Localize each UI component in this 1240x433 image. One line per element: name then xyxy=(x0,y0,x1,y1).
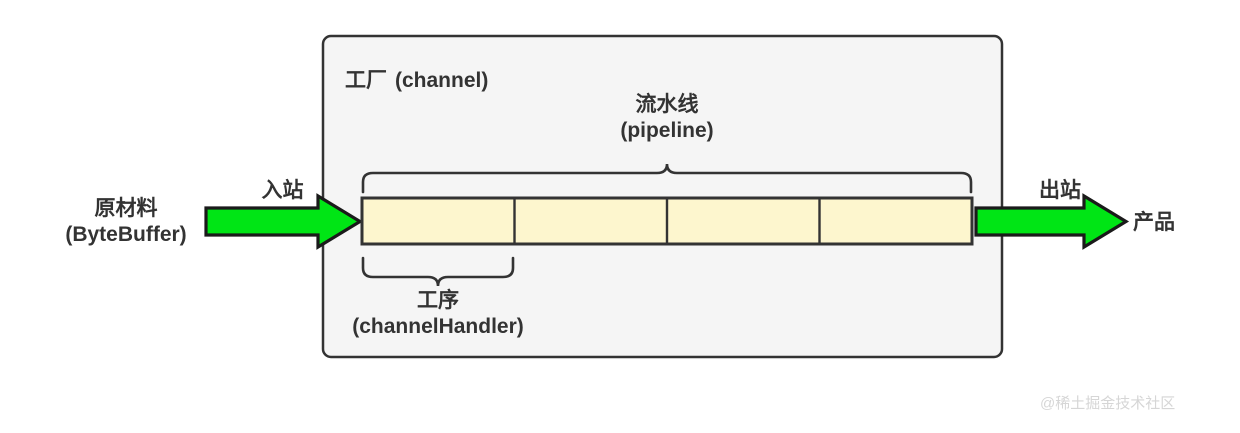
watermark: @稀土掘金技术社区 xyxy=(1040,395,1176,412)
outbound-arrow-shape xyxy=(974,193,1130,250)
raw-material-label-line2: (ByteBuffer) xyxy=(65,222,187,246)
pipeline-label-line2: (pipeline) xyxy=(620,118,714,142)
handler-label-line1: 工序 xyxy=(417,289,459,312)
pipeline-label-line1: 流水线 xyxy=(635,93,699,116)
channel-label-en: (channel) xyxy=(395,69,489,92)
channel-label-cn: 工厂 xyxy=(345,69,387,92)
handler-label-line2: (channelHandler) xyxy=(352,314,524,338)
raw-material-label-line1: 原材料 xyxy=(94,197,158,220)
pipeline-brace-path xyxy=(361,163,973,194)
product-label: 产品 xyxy=(1133,211,1175,234)
channel-label: 工厂 (channel) xyxy=(345,68,488,94)
handler-label: 工序 (channelHandler) xyxy=(338,288,538,339)
handler-brace-path xyxy=(361,256,515,287)
pipeline-label: 流水线 (pipeline) xyxy=(567,92,767,143)
raw-material-label: 原材料 (ByteBuffer) xyxy=(26,196,226,247)
inbound-arrow-shape xyxy=(204,193,364,250)
outbound-arrow-label: 出站 xyxy=(1039,179,1081,202)
inbound-arrow-label: 入站 xyxy=(261,179,304,202)
